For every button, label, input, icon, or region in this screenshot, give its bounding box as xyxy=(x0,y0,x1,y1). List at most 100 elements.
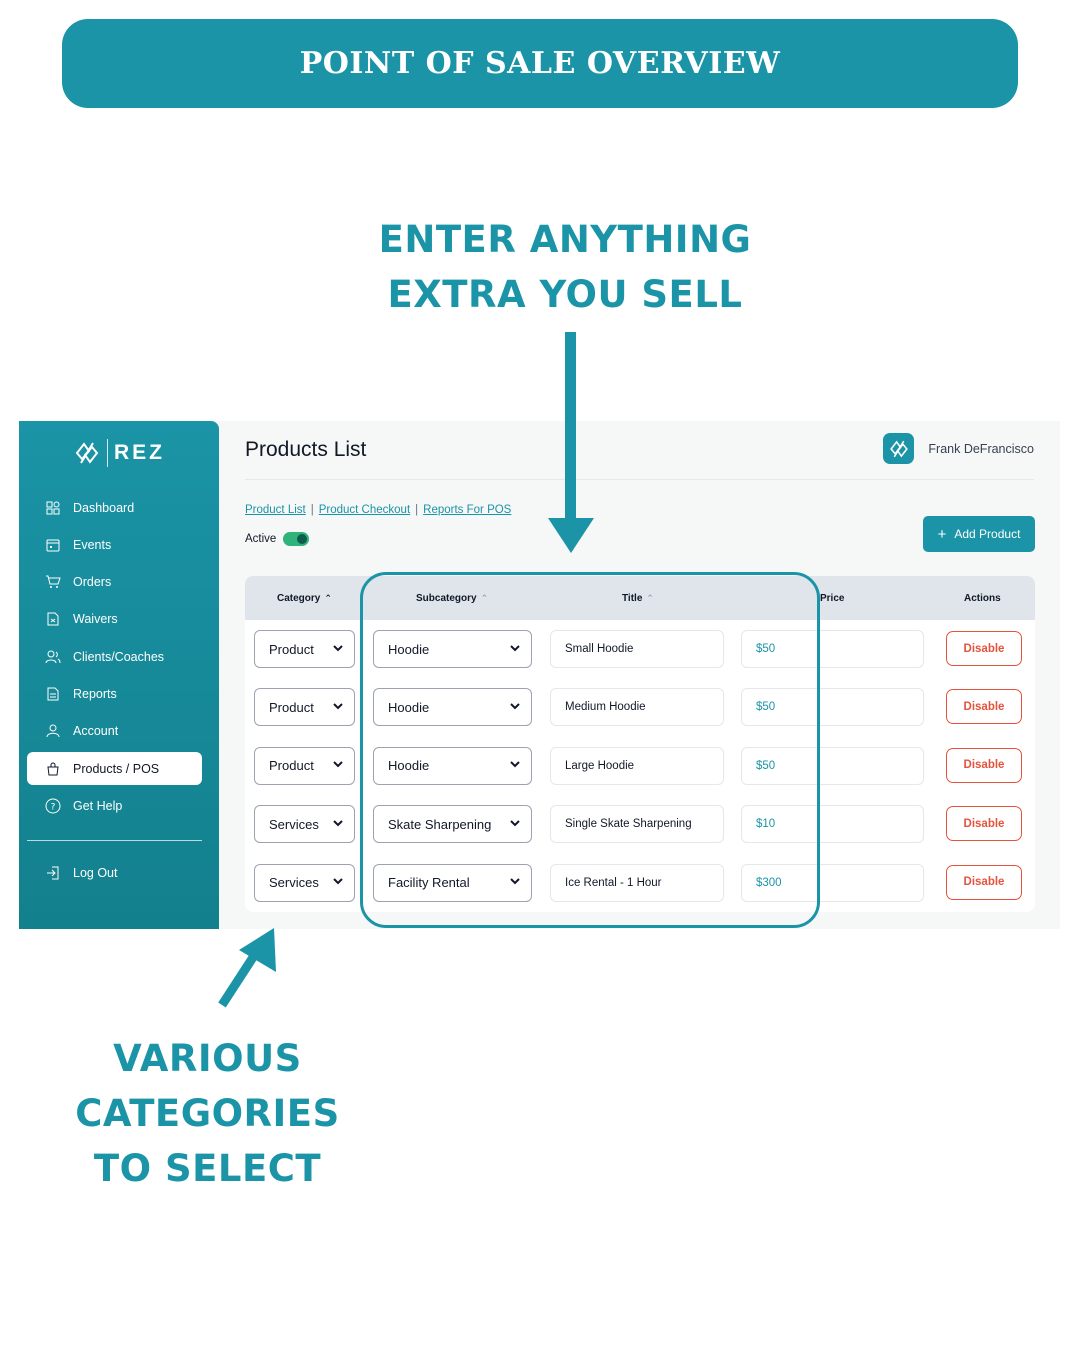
category-value: Product xyxy=(269,758,314,774)
sidebar-divider xyxy=(27,840,202,841)
title-input[interactable]: Large Hoodie xyxy=(550,746,724,785)
disable-label: Disable xyxy=(963,759,1005,772)
subcategory-value: Hoodie xyxy=(388,699,430,715)
chevron-down-icon xyxy=(509,642,521,657)
cart-icon xyxy=(45,574,61,590)
callout-categories: VARIOUS CATEGORIES TO SELECT xyxy=(40,1031,375,1196)
title-value: Small Hoodie xyxy=(565,643,634,655)
disable-button[interactable]: Disable xyxy=(946,864,1022,900)
header-subcategory[interactable]: Subcategory⌃ xyxy=(416,576,488,620)
category-select[interactable]: Product xyxy=(254,630,355,668)
chevron-down-icon xyxy=(509,817,521,832)
category-value: Services xyxy=(269,875,319,891)
category-select[interactable]: Product xyxy=(254,688,355,727)
sidebar-item-label: Orders xyxy=(73,575,112,590)
chevron-down-icon xyxy=(332,875,344,890)
sidebar: REZ Dashboard Events Orders Waivers Clie… xyxy=(19,421,219,929)
disable-button[interactable]: Disable xyxy=(946,806,1022,842)
link-product-checkout[interactable]: Product Checkout xyxy=(318,504,411,516)
sidebar-item-label: Clients/Coaches xyxy=(73,649,165,664)
link-product-list[interactable]: Product List xyxy=(245,504,306,516)
products-table: Category⌃ Subcategory⌃ Title⌃ Price Acti… xyxy=(245,576,1035,912)
subcategory-value: Facility Rental xyxy=(388,875,470,891)
logo[interactable]: REZ xyxy=(73,439,165,467)
price-value: $50 xyxy=(756,701,776,714)
page-title: Products List xyxy=(245,438,367,461)
active-toggle[interactable] xyxy=(283,532,310,546)
user-icon xyxy=(45,723,61,739)
category-select[interactable]: Product xyxy=(254,746,355,785)
breadcrumb-links: Product List|Product Checkout|Reports Fo… xyxy=(245,504,511,516)
sort-icon: ⌃ xyxy=(480,592,489,603)
bag-icon xyxy=(45,761,61,777)
price-value: $10 xyxy=(756,818,776,831)
table-row: Product Hoodie Large Hoodie $50 Disable xyxy=(245,737,1035,795)
category-value: Product xyxy=(269,699,314,715)
active-filter: Active xyxy=(245,532,310,546)
sidebar-item-waivers[interactable]: Waivers xyxy=(27,603,202,636)
title-input[interactable]: Single Skate Sharpening xyxy=(550,805,724,844)
plus-icon: + xyxy=(937,525,947,543)
user-menu[interactable]: Frank DeFrancisco xyxy=(883,433,1034,464)
price-input[interactable]: $50 xyxy=(741,630,924,668)
header-label: Title xyxy=(622,592,643,604)
subcategory-select[interactable]: Hoodie xyxy=(373,688,532,727)
chevron-down-icon xyxy=(509,700,521,715)
sidebar-nav: Dashboard Events Orders Waivers Clients/… xyxy=(27,491,202,827)
header-title[interactable]: Title⌃ xyxy=(622,576,654,620)
title-input[interactable]: Small Hoodie xyxy=(550,630,724,668)
logo-text: REZ xyxy=(114,441,165,464)
table-row: Product Hoodie Medium Hoodie $50 Disable xyxy=(245,678,1035,736)
header-actions: Actions xyxy=(964,576,1001,620)
title-value: Large Hoodie xyxy=(565,759,635,772)
chevron-down-icon xyxy=(509,875,521,890)
sidebar-item-products-pos[interactable]: Products / POS xyxy=(27,752,202,786)
sidebar-item-orders[interactable]: Orders xyxy=(27,566,202,599)
title-input[interactable]: Medium Hoodie xyxy=(550,688,724,727)
disable-label: Disable xyxy=(963,817,1005,830)
callout-line: VARIOUS xyxy=(113,1037,302,1080)
category-select[interactable]: Services xyxy=(254,805,355,844)
rez-logo-icon xyxy=(890,440,908,457)
banner-title: POINT OF SALE OVERVIEW xyxy=(299,46,781,81)
users-icon xyxy=(45,649,61,665)
title-input[interactable]: Ice Rental - 1 Hour xyxy=(550,863,724,902)
sidebar-item-get-help[interactable]: ? Get Help xyxy=(27,789,202,822)
subcategory-value: Hoodie xyxy=(388,641,430,657)
category-select[interactable]: Services xyxy=(254,863,355,902)
main-content: Products List Frank DeFrancisco Product … xyxy=(245,421,1060,929)
table-row: Services Facility Rental Ice Rental - 1 Ho… xyxy=(245,854,1035,912)
link-separator: | xyxy=(415,504,419,516)
header-category[interactable]: Category⌃ xyxy=(277,576,332,620)
subcategory-select[interactable]: Facility Rental xyxy=(373,863,532,902)
subcategory-select[interactable]: Skate Sharpening xyxy=(373,805,532,844)
subcategory-select[interactable]: Hoodie xyxy=(373,630,532,668)
sidebar-item-reports[interactable]: Reports xyxy=(27,677,202,710)
sidebar-item-clients-coaches[interactable]: Clients/Coaches xyxy=(27,640,202,673)
sort-icon: ⌃ xyxy=(324,592,332,603)
title-value: Single Skate Sharpening xyxy=(565,818,692,831)
link-reports-for-pos[interactable]: Reports For POS xyxy=(423,504,512,516)
header-label: Subcategory xyxy=(416,592,477,604)
price-input[interactable]: $50 xyxy=(741,746,924,785)
callout-line: TO SELECT xyxy=(93,1147,322,1190)
price-input[interactable]: $10 xyxy=(741,805,924,844)
sidebar-item-events[interactable]: Events xyxy=(27,528,202,561)
sidebar-item-account[interactable]: Account xyxy=(27,715,202,748)
disable-button[interactable]: Disable xyxy=(946,747,1022,783)
header-banner: POINT OF SALE OVERVIEW xyxy=(62,19,1018,108)
sort-icon: ⌃ xyxy=(646,592,654,603)
add-product-label: Add Product xyxy=(954,527,1021,541)
price-input[interactable]: $300 xyxy=(741,863,924,902)
logout-button[interactable]: Log Out xyxy=(27,856,202,889)
add-product-button[interactable]: + Add Product xyxy=(923,516,1035,552)
logo-divider xyxy=(107,439,108,467)
subcategory-select[interactable]: Hoodie xyxy=(373,746,532,785)
disable-button[interactable]: Disable xyxy=(946,631,1022,666)
price-input[interactable]: $50 xyxy=(741,688,924,727)
subcategory-value: Hoodie xyxy=(388,758,430,774)
chevron-down-icon xyxy=(332,700,344,715)
disable-label: Disable xyxy=(963,700,1005,713)
disable-button[interactable]: Disable xyxy=(946,689,1022,725)
sidebar-item-dashboard[interactable]: Dashboard xyxy=(27,491,202,524)
